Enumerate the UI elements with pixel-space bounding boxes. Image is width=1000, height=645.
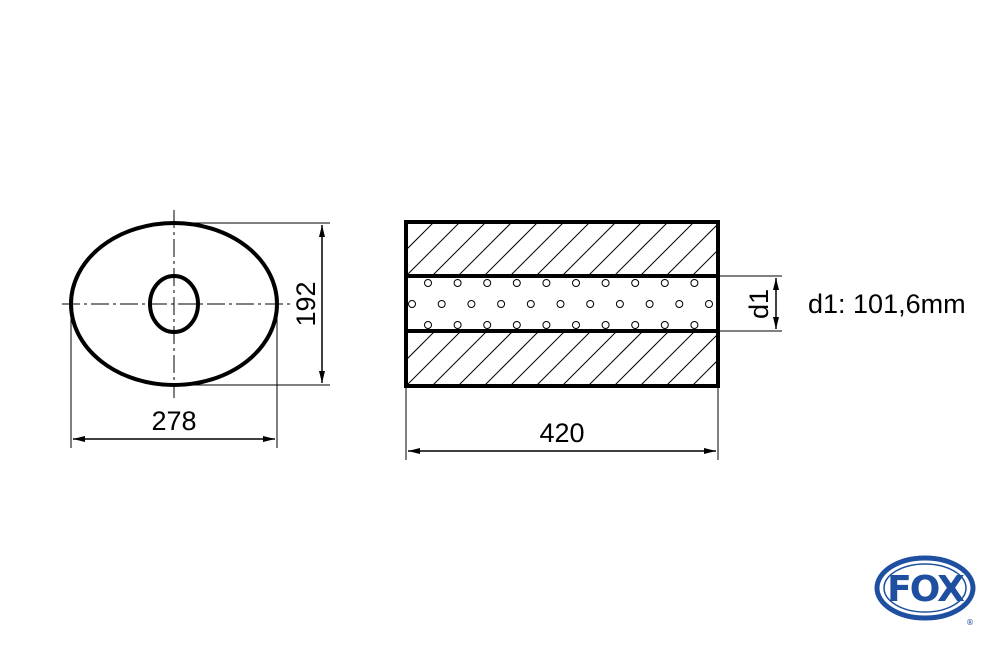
- insulation-hatch-top: [406, 222, 798, 276]
- hatch-line: [457, 331, 514, 386]
- hatch-line: [665, 223, 718, 276]
- hatch-line: [406, 222, 461, 276]
- perforation-hole: [497, 300, 506, 308]
- perforation-hole: [542, 279, 551, 287]
- height-label: 192: [291, 281, 321, 326]
- d1-value: d1: 101,6mm: [808, 289, 966, 319]
- hatch-line: [613, 222, 669, 276]
- hatch-line: [587, 222, 643, 276]
- hatch-line: [561, 331, 618, 386]
- perforation-hole: [556, 300, 565, 308]
- perforation-hole: [572, 279, 580, 287]
- hatch-line: [483, 331, 540, 386]
- perforation-hole: [408, 300, 416, 308]
- perforation-hole: [424, 321, 432, 329]
- side-view: d1 d1: 101,6mm 420: [404, 220, 966, 460]
- perforation-hole: [615, 300, 624, 308]
- perforation-hole: [705, 300, 713, 308]
- perforation-hole: [512, 279, 521, 287]
- hatch-line: [535, 222, 591, 276]
- hatch-line: [431, 222, 487, 276]
- perforation-hole: [675, 300, 684, 308]
- hatch-line: [639, 222, 695, 276]
- perforation-hole: [437, 300, 446, 308]
- hatch-line: [665, 333, 718, 386]
- d1-label: d1: [744, 289, 774, 319]
- perforation-hole: [424, 279, 432, 287]
- perforation-hole: [453, 279, 462, 287]
- perforation-hole: [542, 321, 551, 329]
- front-view: 192 278: [62, 210, 330, 448]
- perforation-hole: [453, 321, 462, 329]
- perforation-hole: [526, 300, 535, 308]
- perforation-hole: [690, 279, 699, 287]
- perforation-hole: [690, 321, 699, 329]
- hatch-line: [406, 331, 462, 386]
- perforation-hole: [631, 321, 640, 329]
- width-label: 278: [151, 406, 196, 436]
- hatch-line: [613, 331, 670, 386]
- perforation-hole: [483, 321, 492, 329]
- perforation-hole: [483, 279, 492, 287]
- hatch-line: [744, 222, 798, 276]
- hatch-line: [639, 331, 696, 386]
- registered-mark: ®: [966, 618, 974, 627]
- perforation-hole: [601, 321, 610, 329]
- hatch-line: [509, 331, 566, 386]
- perforation-hole: [467, 300, 476, 308]
- hatch-line: [744, 331, 799, 386]
- perforation-hole: [660, 279, 669, 287]
- hatch-line: [691, 249, 718, 276]
- length-label: 420: [539, 418, 584, 448]
- hatch-line: [431, 331, 488, 386]
- logo-text: FOX: [887, 569, 965, 610]
- perforation-hole: [631, 279, 640, 287]
- muffler-body: [404, 220, 720, 388]
- perforation-hole: [572, 321, 580, 329]
- hatch-line: [483, 222, 539, 276]
- fox-logo: FOX ®: [874, 555, 976, 627]
- perforation-hole: [601, 279, 610, 287]
- hatch-line: [535, 331, 592, 386]
- hatch-line: [587, 331, 644, 386]
- hatch-line: [509, 222, 565, 276]
- perforation-hole: [660, 321, 669, 329]
- perforation-holes: [408, 279, 713, 329]
- perforation-hole: [645, 300, 654, 308]
- hatch-line: [561, 222, 617, 276]
- perforation-hole: [586, 300, 595, 308]
- perforation-hole: [512, 321, 521, 329]
- insulation-hatch-bottom: [406, 331, 799, 386]
- hatch-line: [717, 275, 718, 276]
- hatch-line: [691, 359, 718, 386]
- hatch-line: [717, 385, 718, 386]
- hatch-line: [457, 222, 513, 276]
